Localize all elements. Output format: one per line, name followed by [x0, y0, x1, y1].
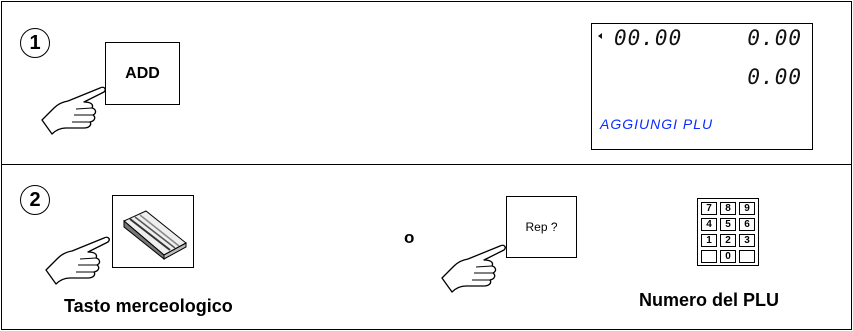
- keypad-key: 5: [720, 218, 736, 231]
- pointing-hand-icon: [441, 244, 506, 293]
- keypad-key: 1: [701, 234, 717, 247]
- add-key: ADD: [105, 42, 180, 105]
- step-2-number: 2: [20, 185, 50, 215]
- pointing-hand-icon: [41, 86, 106, 135]
- keypad-key: 8: [720, 202, 736, 215]
- display-line2-right: 0.00: [747, 65, 802, 89]
- department-key: [112, 195, 194, 268]
- numeric-keypad: 7 8 9 4 5 6 1 2 3 0: [697, 198, 759, 266]
- keypad-key: 7: [701, 202, 717, 215]
- pointing-hand-icon: [45, 236, 110, 285]
- plu-number-caption: Numero del PLU: [639, 290, 780, 310]
- keypad-key: 9: [739, 202, 755, 215]
- display-message: AGGIUNGI PLU: [600, 116, 714, 132]
- keypad-key: [739, 250, 755, 263]
- display-line1-right: 0.00: [747, 26, 802, 50]
- keypad-key: 0: [720, 250, 736, 263]
- step-divider: [1, 164, 852, 165]
- keypad-key: 4: [701, 218, 717, 231]
- rep-key: Rep ?: [506, 196, 577, 258]
- keypad-key: 3: [739, 234, 755, 247]
- department-key-caption: Tasto merceologico: [64, 296, 233, 316]
- rep-key-label: Rep ?: [525, 220, 558, 234]
- keypad-key: 2: [720, 234, 736, 247]
- display-line1-left: 00.00: [614, 26, 683, 50]
- add-key-label: ADD: [125, 64, 160, 82]
- cash-register-display: 00.00 0.00 0.00 AGGIUNGI PLU: [591, 23, 813, 150]
- keypad-key: 6: [739, 218, 755, 231]
- cursor-marker-icon: [598, 33, 602, 39]
- keypad-key: [701, 250, 717, 263]
- step-1-number: 1: [20, 28, 50, 58]
- or-separator: o: [404, 228, 415, 247]
- department-key-icon: [123, 209, 187, 260]
